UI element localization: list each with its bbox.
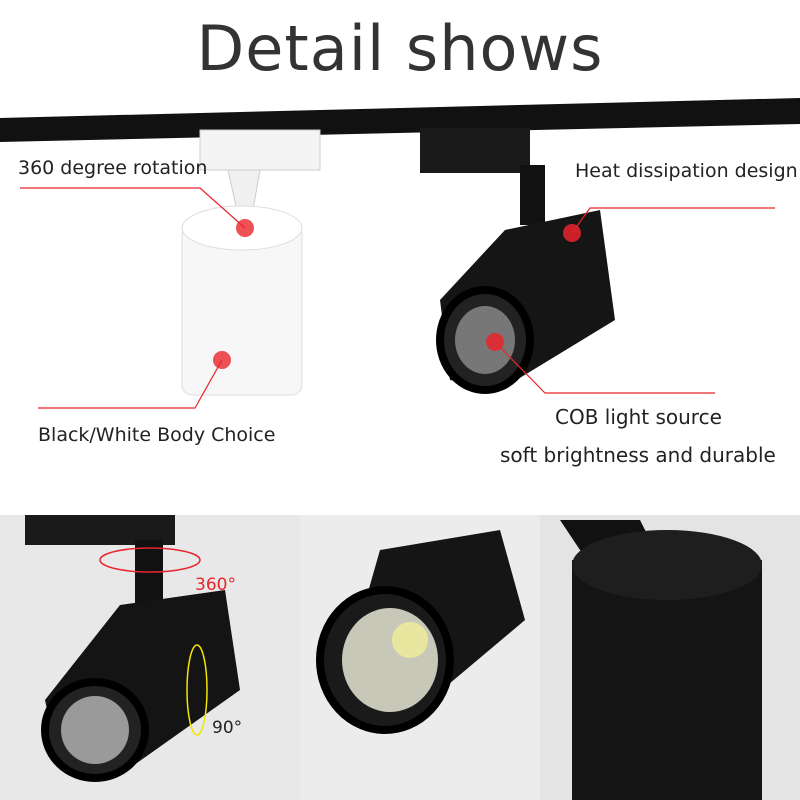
callout-rotation: 360 degree rotation (18, 157, 208, 179)
track-rail (0, 98, 800, 142)
horizontal-rotation-label: 360° (195, 575, 236, 595)
black-spotlight (420, 128, 615, 394)
callout-cob-subtitle: soft brightness and durable (500, 443, 776, 467)
white-spotlight (181, 129, 321, 396)
callout-body-choice: Black/White Body Choice (38, 424, 276, 446)
page-title: Detail shows (196, 12, 604, 85)
callout-cob-title: COB light source (555, 405, 722, 429)
callout-heat-dissipation: Heat dissipation design (575, 160, 798, 182)
rotation-90-arrow-icon (186, 644, 208, 736)
vertical-rotation-label: 90° (212, 718, 243, 738)
rotation-360-arrow-icon (99, 547, 201, 573)
callout-lines (20, 187, 775, 409)
